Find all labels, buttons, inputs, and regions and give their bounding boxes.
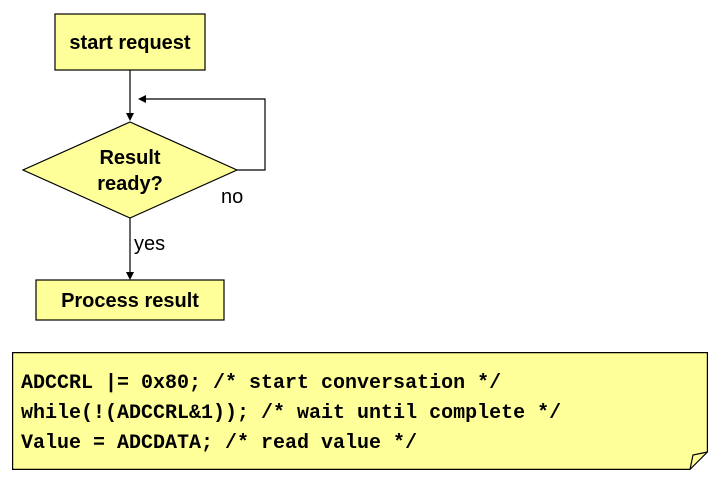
start-request-box [54, 13, 206, 71]
start-request-label: start request [69, 32, 190, 54]
connector-loop-back [146, 98, 266, 171]
yes-branch-label: yes [134, 233, 165, 255]
code-note-folded-corner [689, 451, 708, 470]
arrowhead-start-to-decision [126, 113, 134, 121]
code-line-1: ADCCRL |= 0x80; /* start conversation */ [21, 372, 502, 395]
code-note-shape [12, 352, 708, 470]
code-note-background [12, 352, 708, 470]
no-branch-label: no [221, 186, 243, 208]
arrowhead-decision-to-process [126, 272, 134, 280]
code-line-2: while(!(ADCCRL&1)); /* wait until comple… [21, 402, 562, 425]
arrowhead-loop-back [138, 95, 146, 103]
process-result-box [35, 279, 225, 321]
code-lines: ADCCRL |= 0x80; /* start conversation */… [21, 369, 561, 459]
code-note: ADCCRL |= 0x80; /* start conversation */… [12, 352, 708, 470]
process-result-label: Process result [61, 290, 199, 312]
start-request-node: start request [54, 13, 206, 71]
decision-node: Result ready? [21, 121, 239, 219]
process-result-node: Process result [35, 279, 225, 321]
decision-label-line2: ready? [97, 173, 163, 195]
code-line-3: Value = ADCDATA; /* read value */ [21, 432, 418, 455]
decision-diamond [21, 121, 239, 219]
decision-label-line1: Result [99, 147, 160, 169]
